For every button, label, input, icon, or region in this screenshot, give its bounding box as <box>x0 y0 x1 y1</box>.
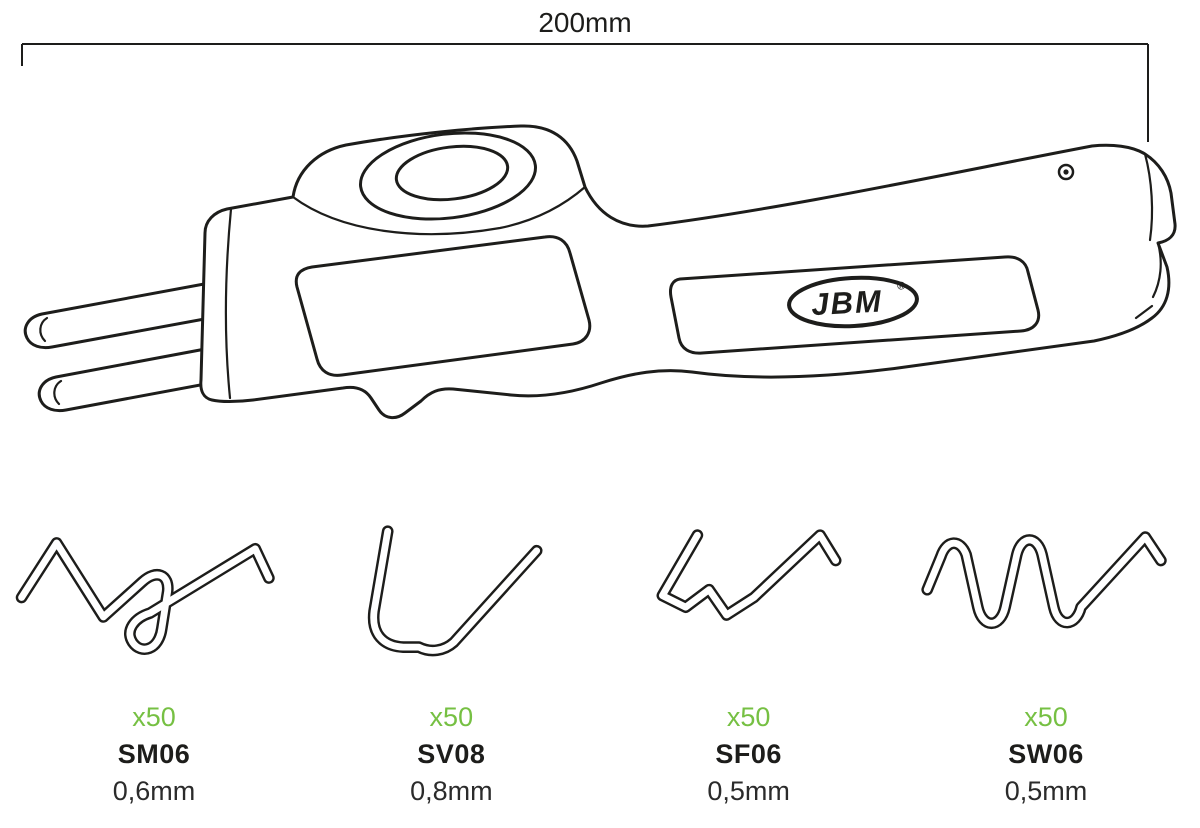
staple-diameter: 0,5mm <box>1004 776 1088 806</box>
staple-item-sf06: x50 SF06 0,5mm <box>601 504 897 810</box>
indicator-screw <box>1057 163 1075 181</box>
body-detail-lines <box>224 152 1162 400</box>
staple-sv08-u-icon <box>368 525 543 657</box>
staple-quantity: x50 <box>132 702 176 732</box>
dimension-annotation: 200mm <box>21 7 1149 142</box>
staple-diameter: 0,8mm <box>410 776 493 806</box>
jbm-logo-text: JBM <box>810 283 883 322</box>
staple-code: SV08 <box>417 739 486 769</box>
staple-sv08-labels: x50 SV08 0,8mm <box>303 699 599 810</box>
staple-diameter: 0,6mm <box>112 776 196 806</box>
staple-sw06-wave-icon <box>921 531 1167 629</box>
staple-sw06-labels: x50 SW06 0,5mm <box>898 699 1194 810</box>
staple-sm06-wave-icon <box>15 537 275 655</box>
staple-sf06-labels: x50 SF06 0,5mm <box>601 699 897 810</box>
staple-item-sv08: x50 SV08 0,8mm <box>303 504 599 810</box>
staple-item-sm06: x50 SM06 0,6mm <box>6 504 302 810</box>
tool-diagram-svg: 200mm <box>21 7 1177 419</box>
staple-quantity: x50 <box>429 702 474 732</box>
hot-stapler-illustration: JBM ® <box>23 124 1177 419</box>
dimension-label: 200mm <box>538 7 631 38</box>
staple-code: SM06 <box>117 739 191 769</box>
grip-panel <box>294 235 592 377</box>
electrode-upper <box>23 275 250 350</box>
jbm-logo: JBM ® <box>787 275 919 329</box>
staple-quantity: x50 <box>1024 702 1068 732</box>
jbm-logo-oval <box>787 275 919 329</box>
trigger-button <box>359 131 537 221</box>
staple-diameter: 0,5mm <box>707 776 790 806</box>
staples-row: x50 SM06 0,6mm x50 SV08 0,8mm <box>0 504 1200 810</box>
staple-sf06-zigzag-icon <box>656 529 842 621</box>
tool-drawing-area: 200mm <box>21 7 1177 419</box>
staple-item-sw06: x50 SW06 0,5mm <box>898 504 1194 810</box>
jbm-logo-registered-mark: ® <box>897 280 906 292</box>
staple-code: SW06 <box>1008 739 1084 769</box>
staple-code: SF06 <box>715 739 782 769</box>
staple-quantity: x50 <box>726 702 771 732</box>
staple-sm06-labels: x50 SM06 0,6mm <box>6 699 302 810</box>
